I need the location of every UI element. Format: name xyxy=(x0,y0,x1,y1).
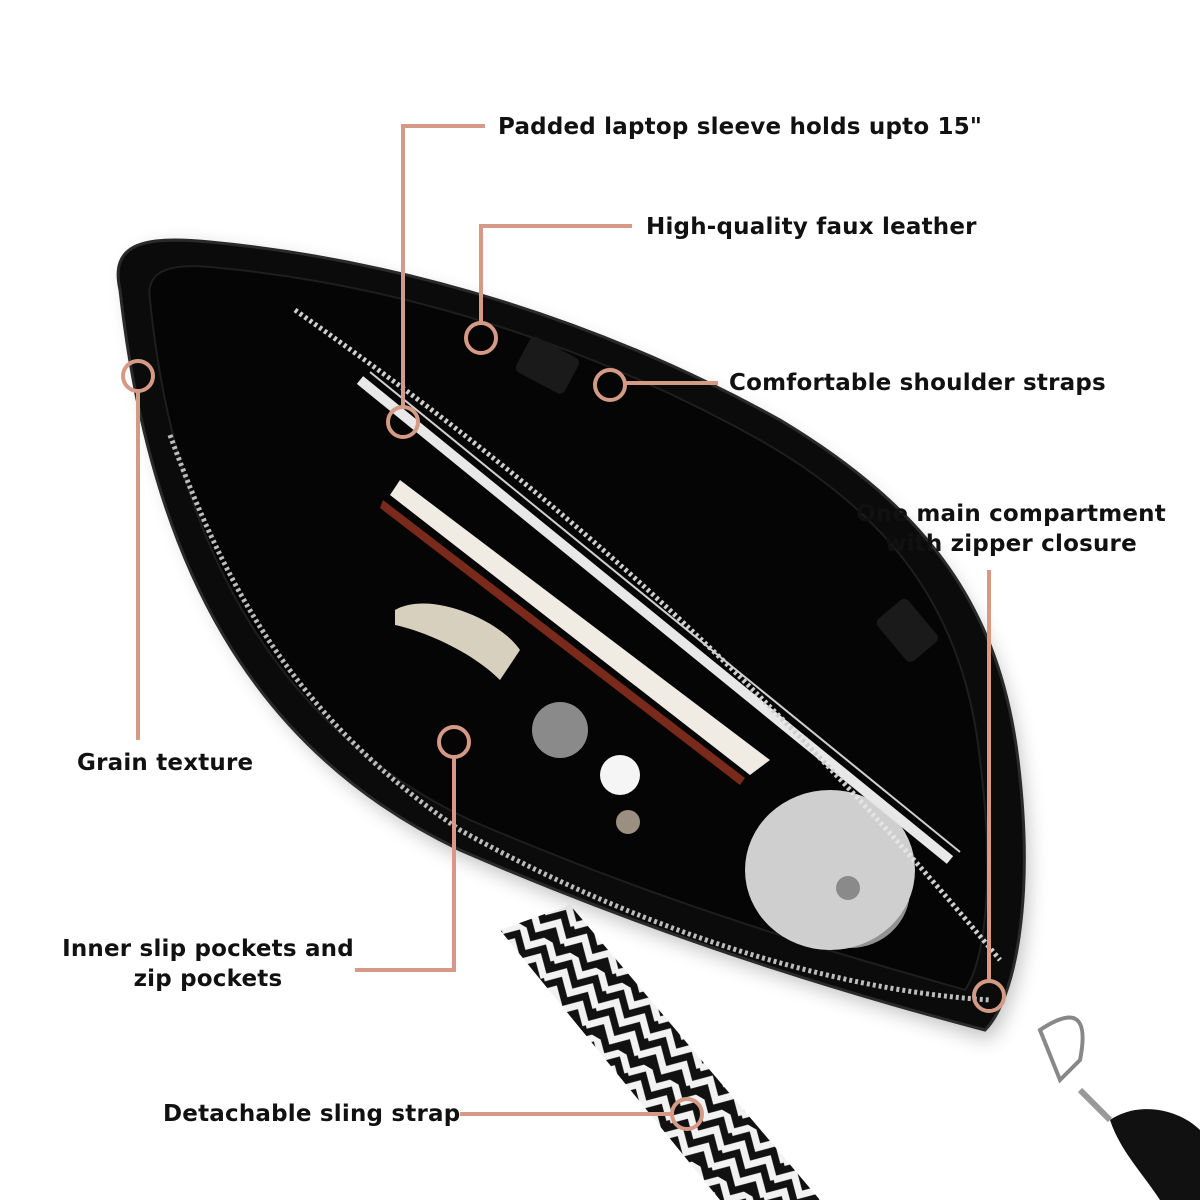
label-inner-pockets: Inner slip pockets and zip pockets xyxy=(60,934,356,994)
label-inner-pockets-line2: zip pockets xyxy=(133,966,283,992)
label-main-compartment-line2: with zipper closure xyxy=(885,531,1137,557)
label-inner-pockets-line1: Inner slip pockets and xyxy=(62,936,354,962)
label-main-compartment: One main compartment with zipper closure xyxy=(850,499,1172,559)
label-faux-leather: High-quality faux leather xyxy=(646,214,977,240)
callout-grain-texture-line xyxy=(121,359,155,740)
label-grain-texture: Grain texture xyxy=(77,750,254,776)
label-shoulder-straps: Comfortable shoulder straps xyxy=(729,370,1106,396)
water-bottle xyxy=(745,790,915,950)
callout-sling-strap-line xyxy=(460,1097,704,1131)
callout-inner-pockets-line xyxy=(355,725,471,972)
callout-laptop-sleeve-line xyxy=(386,124,485,439)
callout-shoulder-straps-line xyxy=(593,368,718,402)
callout-faux-leather-line xyxy=(464,224,632,355)
sling-strap xyxy=(500,905,820,1200)
label-laptop-sleeve: Padded laptop sleeve holds upto 15" xyxy=(498,114,983,140)
label-sling-strap: Detachable sling strap xyxy=(163,1101,461,1127)
callout-main-compartment-line xyxy=(972,570,1006,1013)
label-main-compartment-line1: One main compartment xyxy=(856,501,1166,527)
